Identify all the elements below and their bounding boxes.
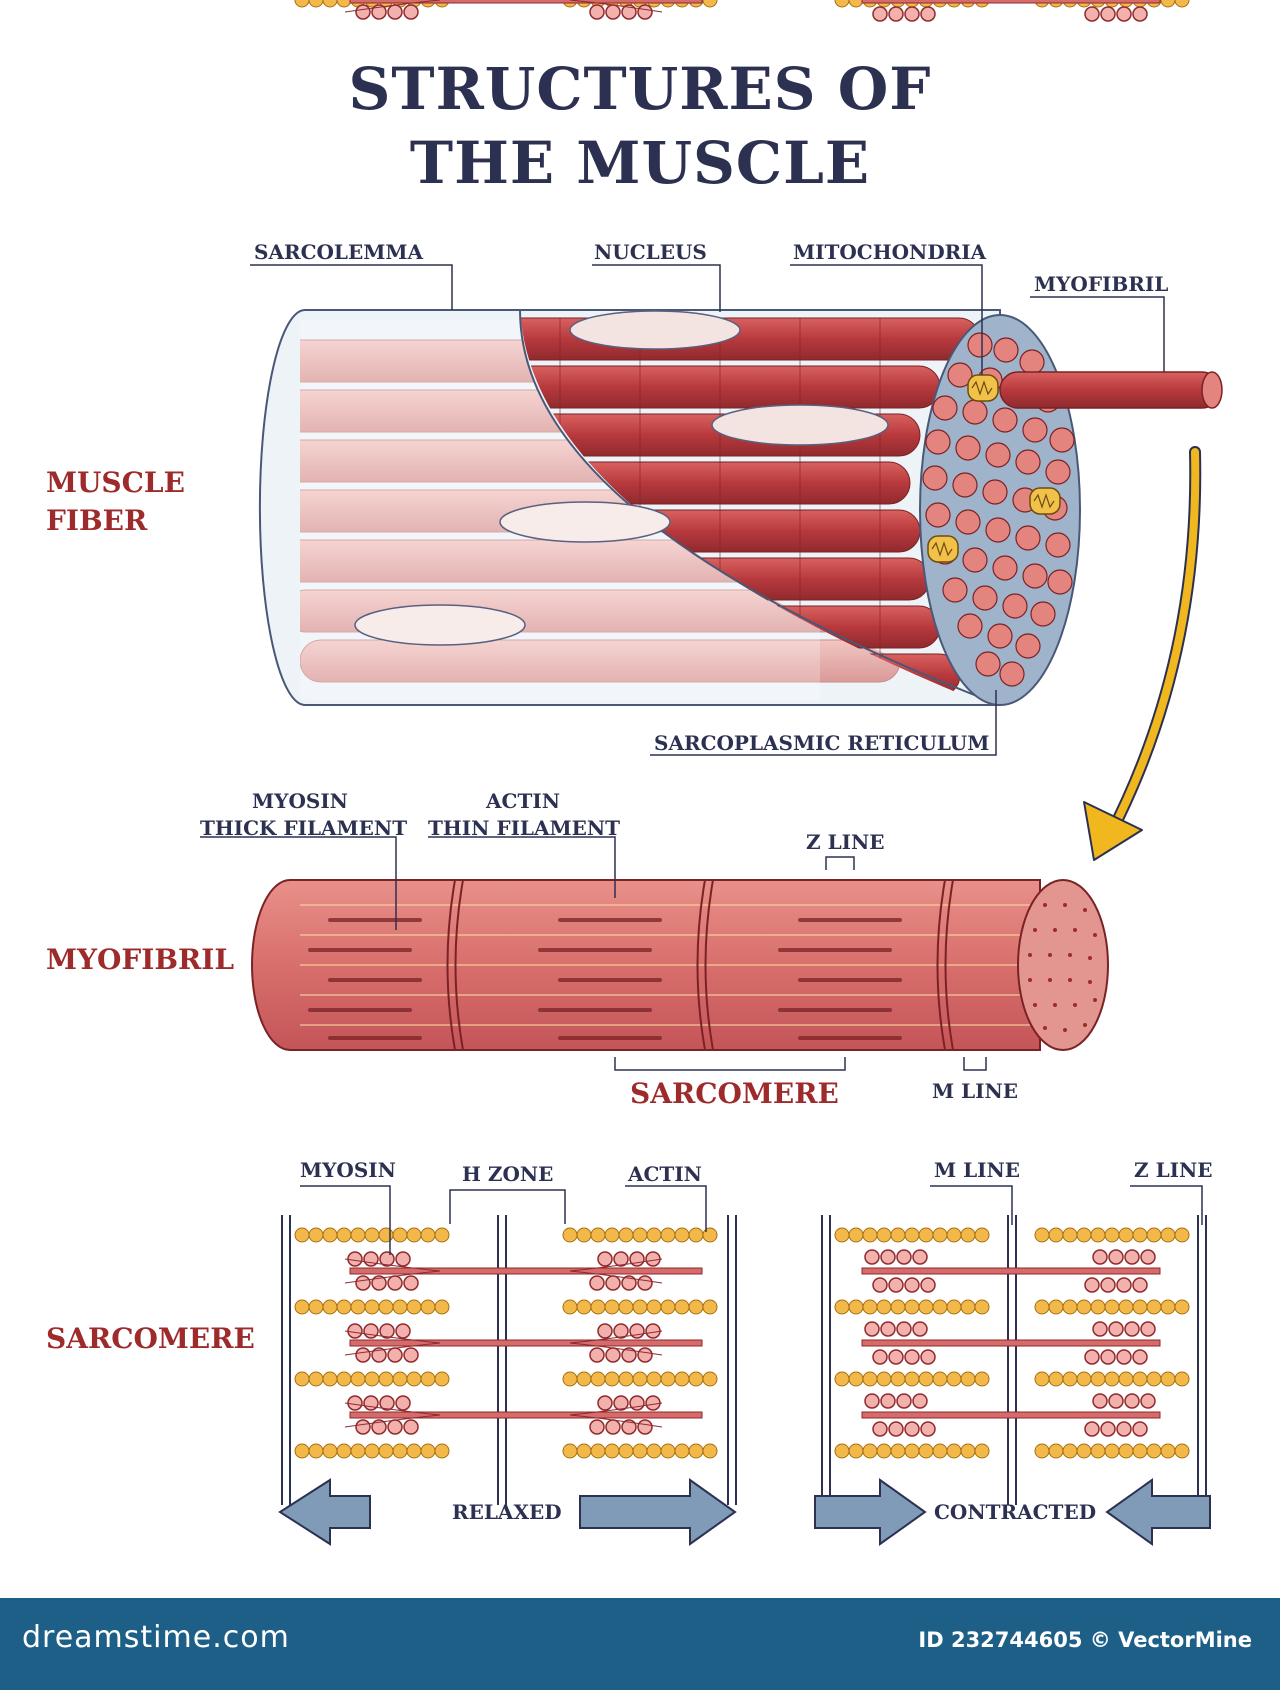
footer-credit: ID 232744605 © VectorMine: [918, 1628, 1252, 1652]
label-actin-line1: ACTIN: [486, 789, 560, 813]
title-line-2: THE MUSCLE: [409, 129, 871, 197]
section-muscle-fiber-line1: MUSCLE: [46, 466, 185, 499]
nucleus-3: [499, 501, 671, 543]
page-title: STRUCTURES OF THE MUSCLE: [0, 52, 1280, 200]
sarcomere-relaxed: [278, 0, 737, 1546]
mitochondria: [927, 374, 1061, 563]
footer-bar: dreamstime.com ID 232744605 © VectorMine: [0, 1598, 1280, 1690]
label-z-line-myofibril: Z LINE: [806, 830, 885, 854]
sarcomere-contracted: [814, 0, 1211, 1546]
muscle-diagram: [200, 0, 1223, 1546]
label-nucleus: NUCLEUS: [594, 240, 707, 264]
nucleus-1: [569, 310, 741, 350]
myosin-filaments-relaxed: [344, 0, 703, 1435]
label-myosin-line1: MYOSIN: [252, 789, 348, 813]
relaxed-arrow-right: [579, 1478, 737, 1546]
label-myosin-sarcomere: MYOSIN: [300, 1158, 396, 1182]
protruding-myofibril: [999, 371, 1221, 409]
section-myofibril: MYOFIBRIL: [46, 943, 235, 976]
relaxed-arrow-left: [278, 1478, 371, 1546]
label-actin-line2: THIN FILAMENT: [428, 816, 621, 840]
myosin-filaments-contracted: [861, 0, 1161, 1437]
footer-brand: dreamstime.com: [22, 1620, 290, 1655]
label-sarcolemma: SARCOLEMMA: [254, 240, 424, 264]
label-contracted: CONTRACTED: [934, 1500, 1097, 1524]
sarcomere-leader-lines-contracted: [930, 1185, 1203, 1225]
myofibril-ends: [922, 332, 1075, 687]
myofibril-illustration: [200, 836, 1109, 1071]
label-myosin-line2: THICK FILAMENT: [200, 816, 408, 840]
label-relaxed: RELAXED: [452, 1500, 562, 1524]
myofibril-leader-lines: [200, 836, 987, 1071]
label-sarcomere-myofibril: SARCOMERE: [630, 1077, 839, 1110]
label-m-line-sarcomere: M LINE: [934, 1158, 1021, 1182]
sarcomere-leader-lines-relaxed: [300, 1185, 707, 1255]
label-h-zone: H ZONE: [462, 1162, 554, 1186]
label-myofibril-fiber: MYOFIBRIL: [1034, 272, 1169, 296]
section-muscle-fiber: MUSCLE FIBER: [46, 464, 185, 540]
section-sarcomere: SARCOMERE: [46, 1322, 255, 1355]
muscle-fiber-illustration: [250, 264, 1223, 756]
label-m-line-myofibril: M LINE: [932, 1079, 1019, 1103]
label-sarcoplasmic-reticulum: SARCOPLASMIC RETICULUM: [654, 731, 990, 755]
label-actin-thin-filament: ACTIN THIN FILAMENT: [428, 788, 621, 842]
nucleus-4: [354, 604, 526, 646]
contracted-arrow-right: [814, 1478, 927, 1546]
title-line-1: STRUCTURES OF: [348, 55, 932, 123]
actin-filaments-contracted: [834, 0, 1190, 1459]
fiber-leader-lines: [250, 264, 1165, 756]
z-lines: [446, 879, 954, 1051]
label-myosin-thick-filament: MYOSIN THICK FILAMENT: [200, 788, 408, 842]
section-muscle-fiber-line2: FIBER: [46, 504, 148, 537]
nucleus-2: [711, 404, 889, 446]
label-z-line-sarcomere: Z LINE: [1134, 1158, 1213, 1182]
contracted-arrow-left: [1105, 1478, 1211, 1546]
label-mitochondria: MITOCHONDRIA: [793, 240, 987, 264]
label-actin-sarcomere: ACTIN: [628, 1162, 702, 1186]
transition-arrow: [1106, 448, 1200, 839]
